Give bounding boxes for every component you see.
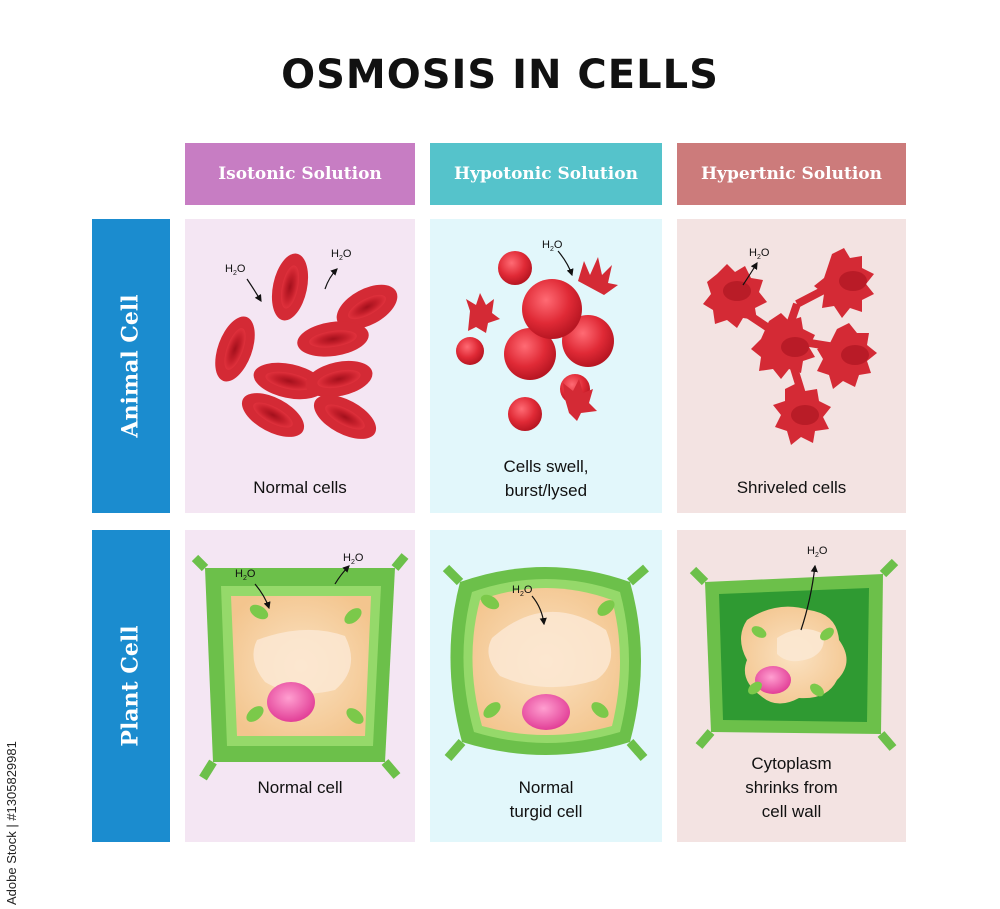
- caption-animal-hypotonic: Cells swell, burst/lysed: [430, 455, 662, 503]
- caption-animal-hypertonic: Shriveled cells: [736, 478, 847, 497]
- row-header-label: Animal Cell: [118, 294, 145, 438]
- water-in-arrow: [254, 583, 271, 610]
- vacuole: [253, 629, 352, 694]
- swollen-cell: [522, 279, 582, 339]
- caption-plant-isotonic: Normal cell: [257, 778, 343, 797]
- chloroplasts: [748, 626, 834, 697]
- caption-line: Normal: [518, 778, 574, 797]
- chloroplasts: [246, 604, 364, 724]
- plasmolyzed-plant-cell: H2O: [689, 545, 899, 751]
- row-header-label: Plant Cell: [118, 625, 145, 747]
- nucleus: [755, 666, 791, 694]
- column-header-label: Hypotonic Solution: [454, 164, 638, 184]
- caption-line: Cells swell,: [503, 457, 589, 476]
- water-out-arrow: [742, 261, 758, 286]
- cell-plant-hypertonic: H2O Cytoplasm shrinks from cell wall: [677, 530, 906, 842]
- row-header-plant: Plant Cell: [92, 530, 170, 842]
- column-header-hypotonic: Hypotonic Solution: [430, 143, 662, 205]
- caption-line: cell wall: [761, 802, 822, 821]
- column-header-hypertonic: Hypertnic Solution: [677, 143, 906, 205]
- cell-animal-hypotonic: H2O Cells swell, burst/lysed: [430, 219, 662, 513]
- caption-line: turgid cell: [509, 802, 583, 821]
- h2o-label: H2O: [225, 263, 246, 277]
- caption-line: burst/lysed: [504, 481, 588, 500]
- cell-animal-hypertonic: H2O Shriveled cells: [677, 219, 906, 513]
- water-out-arrow: [324, 268, 338, 290]
- nucleus: [522, 694, 570, 730]
- water-in-arrow: [531, 595, 547, 626]
- normal-red-blood-cells: H2O H2O: [215, 248, 398, 439]
- water-in-arrow: [246, 278, 262, 303]
- h2o-label: H2O: [235, 568, 256, 582]
- nucleus: [267, 682, 315, 722]
- caption-animal-isotonic: Normal cells: [253, 478, 347, 497]
- column-header-label: Hypertnic Solution: [701, 164, 882, 184]
- h2o-label: H2O: [512, 584, 533, 598]
- vacuole: [488, 611, 612, 688]
- turgid-plant-cell: H2O: [442, 564, 649, 761]
- normal-plant-cell: H2O H2O: [191, 552, 409, 781]
- caption-line: shrinks from: [745, 778, 838, 797]
- water-out-arrow: [800, 564, 818, 631]
- caption-plant-hypertonic: Cytoplasm shrinks from cell wall: [677, 752, 906, 824]
- swollen-cell: [498, 251, 532, 285]
- swollen-cell: [508, 397, 542, 431]
- burst-cell-fragment: [563, 379, 597, 421]
- h2o-label: H2O: [331, 248, 352, 262]
- chloroplasts: [480, 594, 615, 718]
- burst-cell-fragment: [578, 257, 618, 295]
- swollen-cell: [456, 337, 484, 365]
- h2o-label: H2O: [807, 545, 828, 559]
- swollen-bursting-cells: H2O: [456, 239, 618, 431]
- row-header-animal: Animal Cell: [92, 219, 170, 513]
- shriveled-cells: H2O: [703, 247, 877, 445]
- cell-plant-isotonic: H2O H2O Normal cell: [185, 530, 415, 842]
- burst-cell-fragment: [466, 293, 500, 333]
- rbc-group: [215, 253, 398, 439]
- cell-plant-hypotonic: H2O Normal turgid cell: [430, 530, 662, 842]
- swollen-cell: [504, 328, 556, 380]
- h2o-label: H2O: [542, 239, 563, 253]
- caption-line: Cytoplasm: [751, 754, 832, 773]
- h2o-label: H2O: [749, 247, 770, 261]
- column-header-label: Isotonic Solution: [218, 164, 382, 184]
- vacuole: [777, 628, 824, 662]
- stock-watermark: Adobe Stock | #1305829981: [4, 741, 19, 905]
- h2o-label: H2O: [343, 552, 364, 566]
- page-title: OSMOSIS IN CELLS: [281, 52, 719, 98]
- cell-animal-isotonic: H2O H2O Normal cells: [185, 219, 415, 513]
- water-out-arrow: [334, 565, 350, 585]
- caption-plant-hypotonic: Normal turgid cell: [430, 776, 662, 824]
- water-in-arrow: [557, 250, 574, 277]
- column-header-isotonic: Isotonic Solution: [185, 143, 415, 205]
